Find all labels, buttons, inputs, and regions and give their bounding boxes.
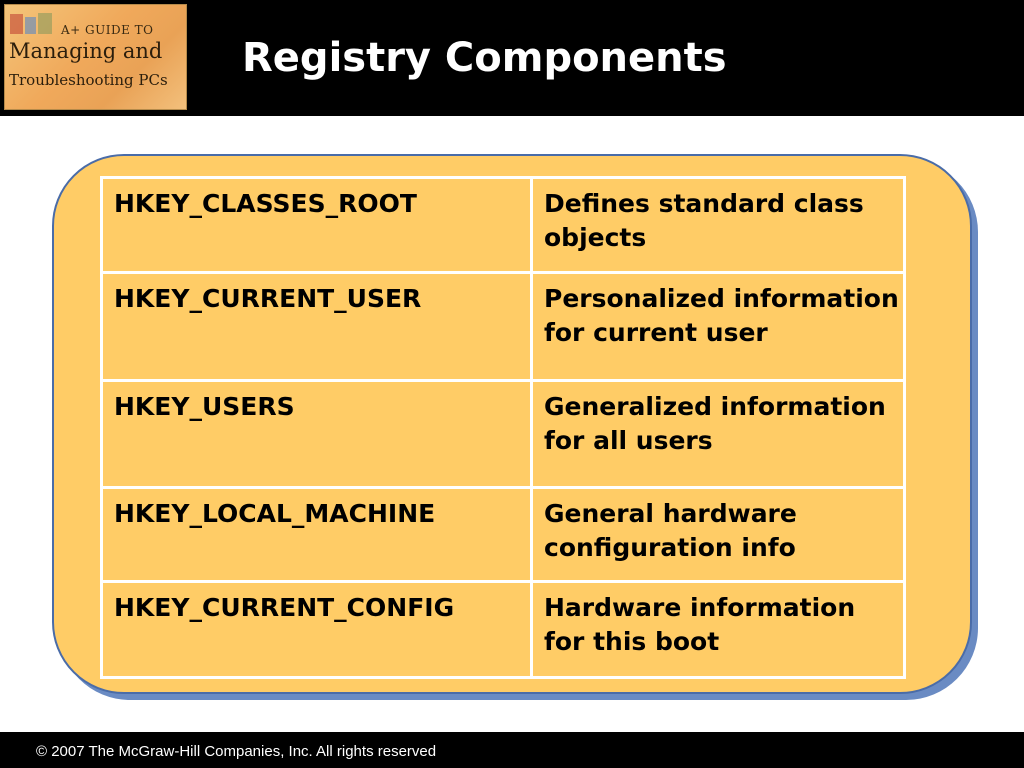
book-logo: A+ GUIDE TO Managing and Troubleshooting… — [4, 4, 187, 110]
registry-description-cell: General hardware configuration info — [530, 486, 906, 583]
logo-title-line2: Troubleshooting PCs — [9, 71, 168, 89]
registry-key-cell: HKEY_LOCAL_MACHINE — [100, 486, 533, 583]
page-title: Registry Components — [242, 35, 727, 81]
registry-description-cell: Hardware information for this boot — [530, 580, 906, 679]
copyright-notice: © 2007 The McGraw-Hill Companies, Inc. A… — [36, 743, 437, 760]
registry-key-cell: HKEY_CURRENT_CONFIG — [100, 580, 533, 679]
table-row: HKEY_CURRENT_USER Personalized informati… — [100, 271, 906, 382]
table-row: HKEY_USERS Generalized information for a… — [100, 379, 906, 489]
registry-table: HKEY_CLASSES_ROOT Defines standard class… — [100, 176, 906, 679]
registry-description-cell: Defines standard class objects — [530, 176, 906, 274]
registry-key-cell: HKEY_CURRENT_USER — [100, 271, 533, 382]
registry-key-cell: HKEY_USERS — [100, 379, 533, 489]
logo-decoration-icon — [10, 13, 52, 34]
table-row: HKEY_LOCAL_MACHINE General hardware conf… — [100, 486, 906, 583]
registry-description-cell: Personalized information for current use… — [530, 271, 906, 382]
table-row: HKEY_CURRENT_CONFIG Hardware information… — [100, 580, 906, 679]
logo-subtitle: A+ GUIDE TO — [61, 23, 154, 37]
footer-bar — [0, 732, 1024, 768]
header-bar: A+ GUIDE TO Managing and Troubleshooting… — [0, 0, 1024, 116]
logo-title-line1: Managing and — [9, 39, 163, 63]
registry-description-cell: Generalized information for all users — [530, 379, 906, 489]
table-row: HKEY_CLASSES_ROOT Defines standard class… — [100, 176, 906, 274]
registry-key-cell: HKEY_CLASSES_ROOT — [100, 176, 533, 274]
